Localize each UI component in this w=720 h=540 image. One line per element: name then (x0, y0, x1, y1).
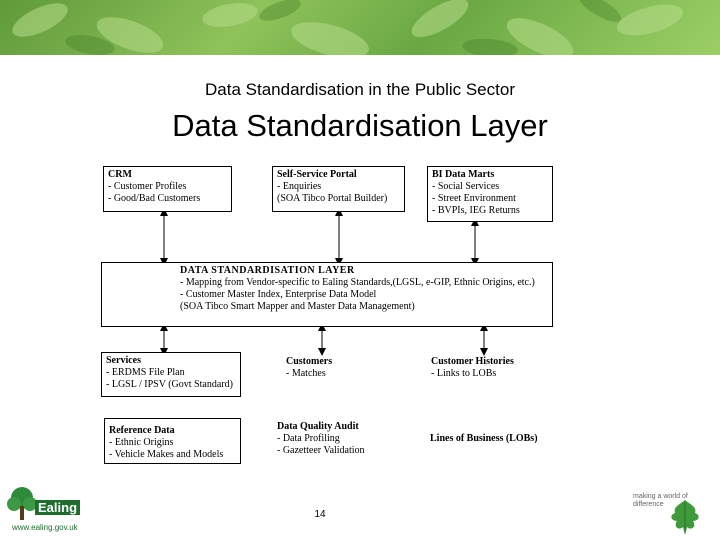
services-line: - LGSL / IPSV (Govt Standard) (106, 379, 233, 390)
services-line: - ERDMS File Plan (106, 367, 185, 378)
services-heading: Services (106, 355, 141, 366)
bi-line: - Social Services (432, 181, 500, 192)
standardisation-layer-box: DATA STANDARDISATION LAYER - Mapping fro… (101, 262, 553, 327)
bi-line: - BVPIs, IEG Returns (432, 205, 520, 216)
layer-heading: DATA STANDARDISATION LAYER (180, 265, 355, 276)
reference-line: - Ethnic Origins (109, 437, 174, 448)
crm-box: CRM - Customer Profiles - Good/Bad Custo… (103, 166, 232, 212)
reference-line: - Vehicle Makes and Models (109, 449, 224, 460)
leaf-pattern (12, 0, 684, 55)
slide-title: Data Standardisation Layer (172, 108, 548, 143)
quality-line: - Data Profiling (277, 433, 340, 444)
histories-heading: Customer Histories (431, 356, 514, 367)
bi-box: BI Data Marts - Social Services - Street… (427, 166, 553, 222)
reference-data-box: Reference Data - Ethnic Origins - Vehicl… (104, 418, 241, 464)
customers-line: - Matches (286, 368, 326, 379)
customers-heading: Customers (286, 356, 333, 367)
leaf-banner (0, 0, 720, 55)
quality-line: - Gazetteer Validation (277, 445, 365, 456)
reference-heading: Reference Data (109, 425, 175, 436)
lob-heading: Lines of Business (LOBs) (430, 433, 538, 444)
page-number: 14 (314, 509, 326, 520)
slide-subtitle: Data Standardisation in the Public Secto… (205, 80, 515, 99)
layer-line: (SOA Tibco Smart Mapper and Master Data … (180, 301, 415, 312)
portal-line: (SOA Tibco Portal Builder) (277, 193, 388, 204)
portal-line: - Enquiries (277, 181, 322, 192)
quality-heading: Data Quality Audit (277, 421, 359, 432)
crm-line: - Good/Bad Customers (108, 193, 201, 204)
bi-heading: BI Data Marts (432, 169, 495, 180)
layer-line: - Mapping from Vendor-specific to Ealing… (180, 277, 535, 288)
crm-line: - Customer Profiles (108, 181, 187, 192)
customers-node: Customers - Matches (286, 356, 332, 380)
crm-heading: CRM (108, 169, 132, 180)
ealing-logo-text: Ealing (35, 500, 81, 515)
ealing-url: www.ealing.gov.uk (12, 523, 78, 532)
ealing-tree-logo (7, 487, 37, 520)
layer-line: - Customer Master Index, Enterprise Data… (180, 289, 377, 300)
portal-heading: Self-Service Portal (277, 169, 357, 180)
quality-node: Data Quality Audit - Data Profiling - Ga… (277, 421, 365, 457)
bi-line: - Street Environment (432, 193, 516, 204)
tagline: making a world of difference (633, 493, 688, 508)
oak-leaf-icon (671, 500, 699, 535)
histories-line: - Links to LOBs (431, 368, 497, 379)
portal-box: Self-Service Portal - Enquiries (SOA Tib… (272, 166, 405, 212)
histories-node: Customer Histories - Links to LOBs (431, 356, 514, 380)
lob-node: Lines of Business (LOBs) (430, 433, 538, 445)
services-box: Services - ERDMS File Plan - LGSL / IPSV… (101, 352, 241, 397)
